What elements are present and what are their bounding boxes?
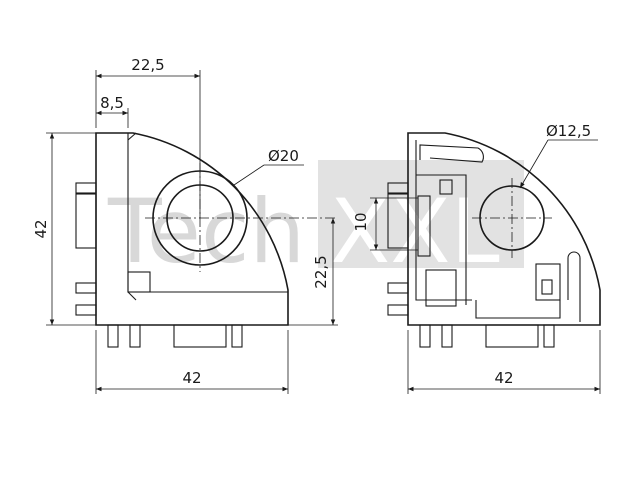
left-body-outline [95, 132, 289, 326]
dim-height: 42 [32, 219, 50, 238]
right-right-block [535, 263, 561, 301]
leader-hole [233, 164, 265, 186]
dim-bottom-width: 42 [182, 369, 201, 387]
right-pin-4 [387, 304, 409, 316]
right-body-outline [407, 132, 601, 326]
right-bottom-pin-1 [419, 324, 431, 348]
left-corner-tick [127, 291, 137, 301]
left-dimensions: 22,5 8,5 Ø20 42 22,5 42 [32, 56, 338, 394]
dim-top-width: 22,5 [131, 56, 164, 74]
left-corner-chamfer [127, 132, 137, 141]
left-bottom-slot [173, 324, 227, 348]
left-pin-1 [75, 182, 97, 194]
left-bottom-pin-1 [107, 324, 119, 348]
right-right-window [541, 279, 553, 295]
right-dimensions: Ø12,5 10 42 [352, 122, 601, 394]
left-bottom-pin-3 [231, 324, 243, 348]
right-bottom-slot [485, 324, 539, 348]
left-inner-block [127, 271, 151, 293]
left-pin-2 [75, 193, 97, 249]
dim-right-bottom-width: 42 [494, 369, 513, 387]
dim-hole-height: 22,5 [312, 255, 330, 288]
dim-right-hole: Ø12,5 [546, 122, 591, 140]
right-small-square [439, 179, 453, 195]
right-bottom-pin-2 [441, 324, 453, 348]
right-pin-2 [387, 193, 409, 249]
right-step-profile [416, 174, 467, 305]
right-inner-wall [415, 140, 472, 301]
leader-right-hole [519, 139, 549, 189]
right-pin-3 [387, 282, 409, 294]
right-pin-1 [387, 182, 409, 194]
dim-hole: Ø20 [268, 147, 299, 165]
left-pin-4 [75, 304, 97, 316]
right-bottom-pin-3 [543, 324, 555, 348]
watermark-text-left: Tech [107, 180, 305, 283]
dim-top-small: 8,5 [100, 94, 124, 112]
watermark: Tech XXL [107, 160, 524, 283]
right-top-hook [419, 144, 484, 163]
right-slot-inner [417, 195, 431, 257]
left-pin-3 [75, 282, 97, 294]
right-arc-slot [567, 251, 581, 322]
right-view [387, 132, 601, 348]
watermark-panel [318, 160, 524, 268]
right-bottom-channel [475, 300, 561, 319]
dim-slot: 10 [352, 212, 370, 231]
left-bottom-pin-2 [129, 324, 141, 348]
watermark-text-right: XXL [330, 180, 500, 283]
right-block [425, 269, 457, 307]
